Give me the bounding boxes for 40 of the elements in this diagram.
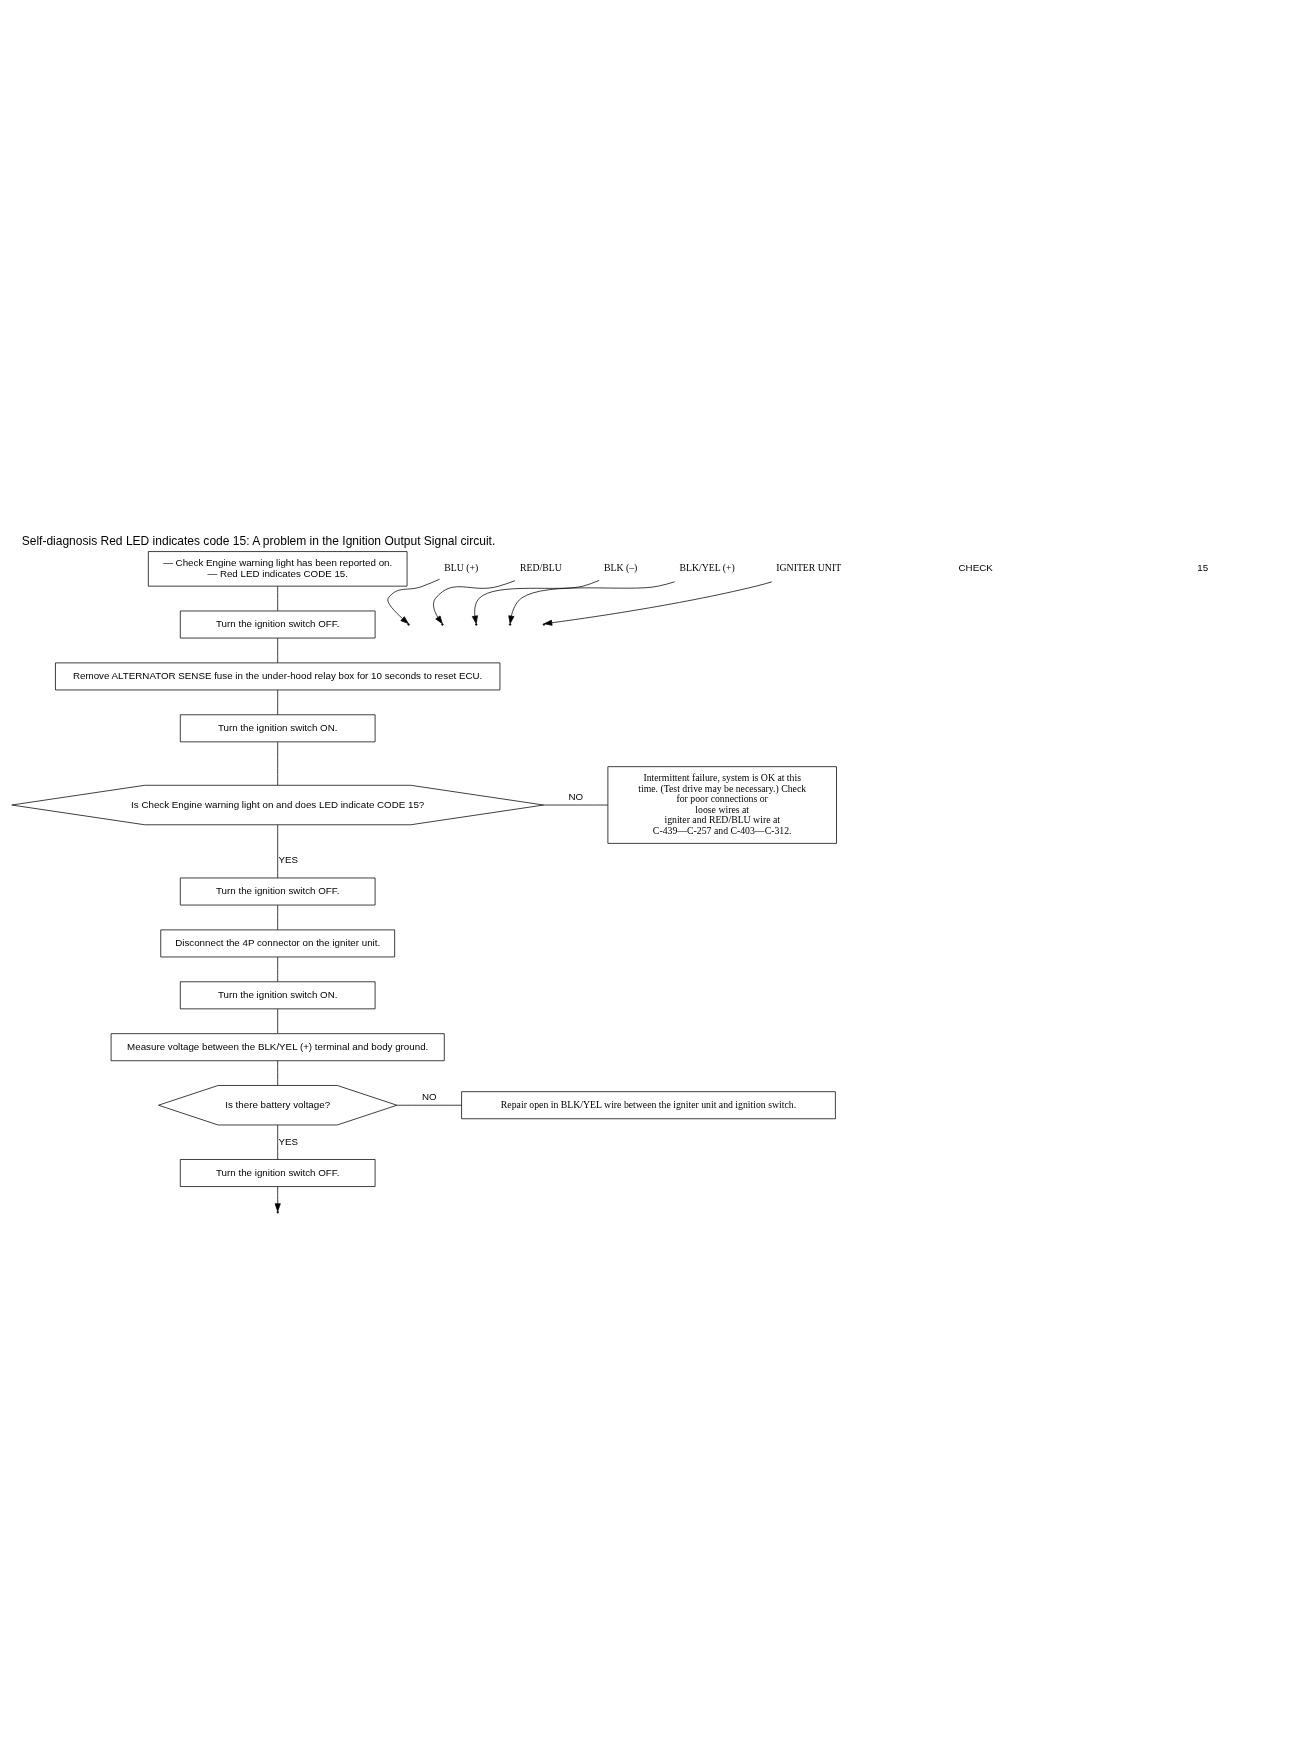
- node-box: — Check Engine warning light has been reported on. — Red LED indicates CODE 15.: [147, 550, 408, 587]
- node-box: Turn the ignition switch ON.: [179, 980, 376, 1009]
- edge-label: YES: [278, 853, 298, 865]
- diagram-title: Self-diagnosis Red LED indicates code 15: A problem in the Ignition Output Signal circuit.: [21, 533, 496, 548]
- edge-label: NO: [421, 1090, 437, 1102]
- arrow: [274, 1185, 281, 1212]
- connector: [277, 1124, 279, 1160]
- connector: [277, 585, 279, 611]
- node-box: Turn the ignition switch OFF.: [179, 877, 376, 905]
- connector: [277, 904, 279, 930]
- node-box: Remove ALTERNATOR SENSE fuse in the under-hood relay box for 10 seconds to reset ECU.: [55, 662, 501, 690]
- node-box: Turn the ignition switch OFF.: [179, 1158, 376, 1187]
- node-text: BLU (+): [444, 561, 479, 573]
- node-box: Turn the ignition switch ON.: [179, 713, 376, 742]
- node-text: RED/BLU: [520, 561, 562, 573]
- connector: [277, 741, 279, 785]
- node-text: IGNITER UNIT: [776, 561, 842, 573]
- arrow: [433, 579, 516, 624]
- connector: [396, 1104, 462, 1106]
- arrow: [543, 581, 773, 626]
- node-box: Intermittent failure, system is OK at this time. (Test drive may be necessary.) Check for poor connections or loose wires at igniter and RED/BLU wire at C-439—C-257 and C-403—C-312.: [607, 765, 837, 844]
- node-text: BLK (–): [603, 561, 638, 573]
- node-text: BLK/YEL (+): [679, 561, 735, 573]
- connector: [277, 689, 279, 715]
- connector: [277, 823, 279, 878]
- connector: [277, 956, 279, 982]
- node-box: Disconnect the 4P connector on the igniter unit.: [160, 929, 396, 957]
- node-box: Repair open in BLK/YEL wire between the igniter unit and ignition switch.: [461, 1090, 836, 1119]
- edge-label: YES: [278, 1135, 298, 1147]
- label: 15: [1197, 561, 1209, 573]
- node-box: Turn the ignition switch OFF.: [179, 610, 376, 638]
- label: CHECK: [958, 561, 993, 573]
- arrow: [387, 578, 440, 624]
- connector: [277, 1059, 279, 1086]
- arrow: [508, 580, 675, 624]
- connector: [277, 1008, 279, 1034]
- edge-label: NO: [568, 790, 584, 802]
- node-box: Measure voltage between the BLK/YEL (+) terminal and body ground.: [110, 1032, 445, 1061]
- connector: [277, 637, 279, 663]
- arrow: [471, 579, 600, 624]
